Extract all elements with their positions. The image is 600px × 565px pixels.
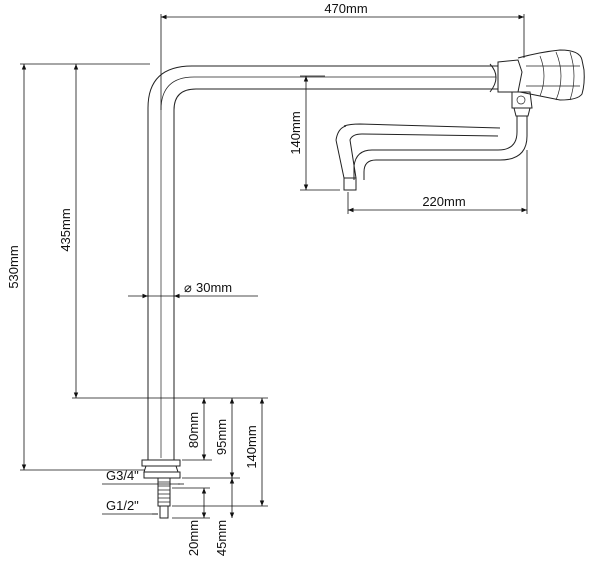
dim-total-width: 470mm — [160, 1, 525, 110]
label-20: 20mm — [186, 520, 201, 556]
dim-riser-height: 435mm — [58, 63, 200, 399]
label-30: 30mm — [196, 280, 232, 295]
valve-handle — [497, 49, 585, 117]
label-45: 45mm — [214, 520, 229, 556]
faucet-pipe — [147, 63, 498, 460]
label-g12: G1/2" — [106, 498, 139, 513]
dim-total-height: 530mm — [6, 63, 150, 471]
swivel-spout — [335, 116, 528, 191]
label-diameter-symbol: ⌀ — [184, 280, 192, 295]
label-470: 470mm — [324, 1, 367, 16]
thread-labels: G3/4" G1/2" — [102, 468, 184, 515]
label-220: 220mm — [422, 194, 465, 209]
label-435: 435mm — [58, 208, 73, 251]
label-80: 80mm — [186, 412, 201, 448]
dim-spout-length: 220mm — [347, 150, 528, 214]
dim-bottom-95: 95mm — [182, 398, 240, 479]
label-140-bottom: 140mm — [244, 425, 259, 468]
dim-thread-20: 20mm — [172, 487, 210, 556]
base-mount — [141, 459, 181, 519]
label-g34: G3/4" — [106, 468, 139, 483]
label-530: 530mm — [6, 245, 21, 288]
dim-spout-drop: 140mm — [288, 75, 340, 191]
dim-bottom-80: 80mm — [182, 398, 212, 461]
dim-bottom-140: 140mm — [172, 397, 268, 507]
dim-pipe-diameter: ⌀ 30mm — [128, 280, 258, 299]
label-140-spout: 140mm — [288, 111, 303, 154]
label-95: 95mm — [214, 419, 229, 455]
dim-thread-45: 45mm — [214, 478, 235, 556]
